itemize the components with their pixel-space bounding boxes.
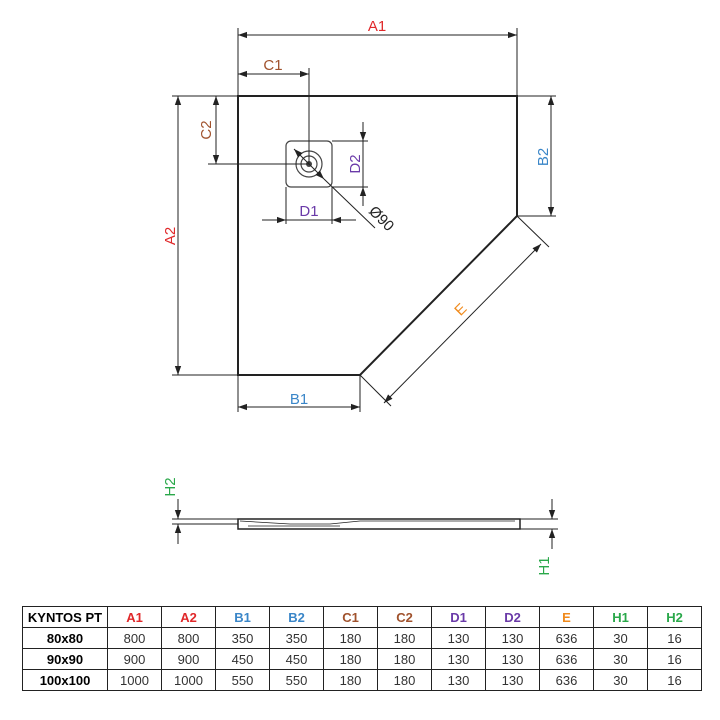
table-row: 100x100 1000 1000 550 550 180 180 130 13… xyxy=(22,669,702,691)
table-cell: 130 xyxy=(485,648,540,670)
label-e: E xyxy=(451,300,470,319)
table-header-row: KYNTOS PT A1 A2 B1 B2 C1 C2 D1 D2 E H1 H… xyxy=(22,606,702,628)
table-row: 80x80 800 800 350 350 180 180 130 130 63… xyxy=(22,627,702,649)
table-cell: 350 xyxy=(269,627,324,649)
table-cell: 16 xyxy=(647,669,702,691)
table-cell: 130 xyxy=(431,627,486,649)
tray-outline xyxy=(237,95,518,376)
label-a2: A2 xyxy=(162,227,179,245)
table-cell: 80x80 xyxy=(22,627,108,649)
table-cell: 636 xyxy=(539,669,594,691)
label-c1: C1 xyxy=(263,57,282,74)
table-cell: 90x90 xyxy=(22,648,108,670)
table-cell: 180 xyxy=(323,669,378,691)
table-cell: 30 xyxy=(593,627,648,649)
table-cell: 450 xyxy=(215,648,270,670)
header-a1: A1 xyxy=(107,606,162,628)
table-cell: 1000 xyxy=(161,669,216,691)
label-diameter: Ø90 xyxy=(365,203,397,235)
table-cell: 16 xyxy=(647,627,702,649)
header-h1: H1 xyxy=(593,606,648,628)
table-cell: 800 xyxy=(107,627,162,649)
header-model: KYNTOS PT xyxy=(22,606,108,628)
dimensions-table: KYNTOS PT A1 A2 B1 B2 C1 C2 D1 D2 E H1 H… xyxy=(22,606,702,691)
table-cell: 16 xyxy=(647,648,702,670)
table-cell: 900 xyxy=(161,648,216,670)
header-e: E xyxy=(539,606,594,628)
table-cell: 180 xyxy=(377,648,432,670)
table-cell: 180 xyxy=(323,627,378,649)
header-c1: C1 xyxy=(323,606,378,628)
table-cell: 900 xyxy=(107,648,162,670)
table-cell: 130 xyxy=(485,627,540,649)
e-dim-line xyxy=(383,243,542,404)
table-cell: 130 xyxy=(485,669,540,691)
label-d1: D1 xyxy=(299,203,318,220)
label-b1: B1 xyxy=(290,391,308,408)
table-cell: 636 xyxy=(539,648,594,670)
label-d2: D2 xyxy=(347,154,364,173)
diameter-leader xyxy=(293,148,325,180)
table-cell: 1000 xyxy=(107,669,162,691)
table-cell: 636 xyxy=(539,627,594,649)
table-cell: 350 xyxy=(215,627,270,649)
label-h2: H2 xyxy=(162,477,179,496)
table-cell: 450 xyxy=(269,648,324,670)
header-h2: H2 xyxy=(647,606,702,628)
header-d1: D1 xyxy=(431,606,486,628)
header-a2: A2 xyxy=(161,606,216,628)
header-b2: B2 xyxy=(269,606,324,628)
table-cell: 550 xyxy=(215,669,270,691)
table-cell: 130 xyxy=(431,669,486,691)
table-cell: 130 xyxy=(431,648,486,670)
table-cell: 180 xyxy=(323,648,378,670)
label-a1: A1 xyxy=(368,18,386,35)
side-view xyxy=(172,499,558,549)
label-c2: C2 xyxy=(198,120,215,139)
table-cell: 30 xyxy=(593,648,648,670)
header-d2: D2 xyxy=(485,606,540,628)
label-h1: H1 xyxy=(536,556,553,575)
table-cell: 180 xyxy=(377,669,432,691)
table-cell: 800 xyxy=(161,627,216,649)
table-cell: 180 xyxy=(377,627,432,649)
table-cell: 30 xyxy=(593,669,648,691)
label-b2: B2 xyxy=(535,148,552,166)
table-row: 90x90 900 900 450 450 180 180 130 130 63… xyxy=(22,648,702,670)
header-b1: B1 xyxy=(215,606,270,628)
shower-tray-drawing: A1 C1 A2 C2 B2 B1 D1 D2 Ø90 E H2 H1 xyxy=(162,18,558,576)
header-c2: C2 xyxy=(377,606,432,628)
table-cell: 550 xyxy=(269,669,324,691)
table-cell: 100x100 xyxy=(22,669,108,691)
